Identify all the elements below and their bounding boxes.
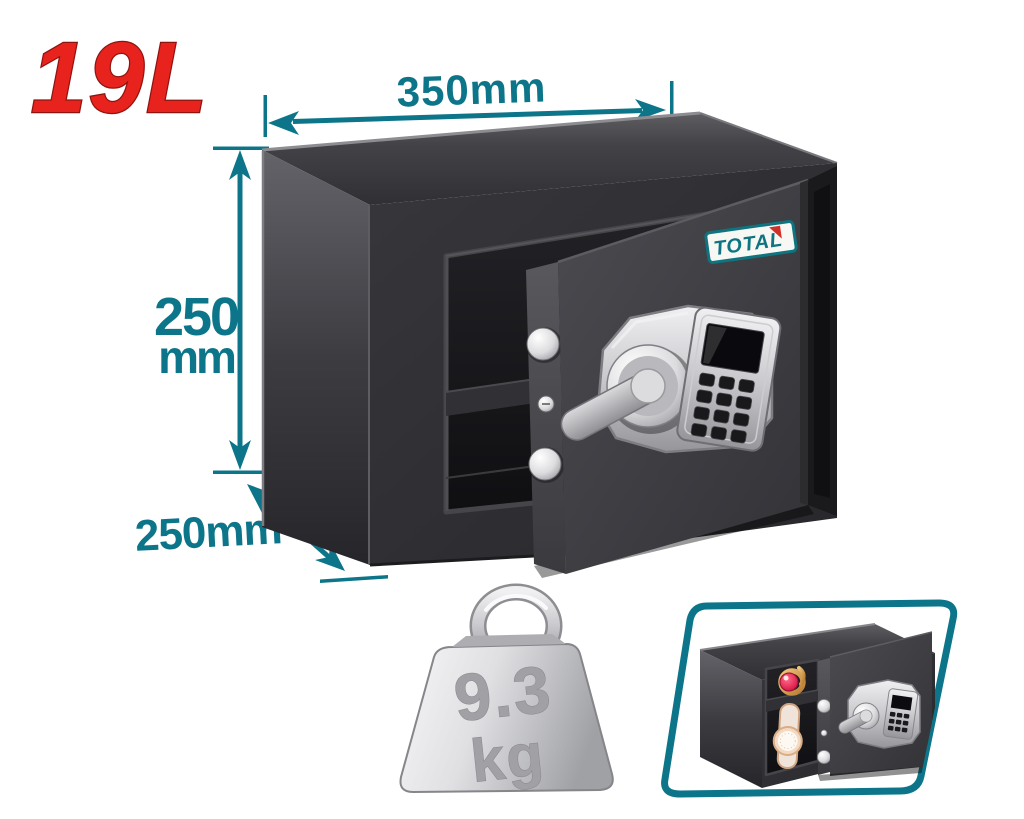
arrowhead-up-icon bbox=[229, 150, 251, 180]
watch-jewelry bbox=[772, 703, 803, 770]
electronic-lock-unit bbox=[560, 304, 782, 454]
inset-bolt-bottom bbox=[817, 750, 831, 764]
volume-label: 19L bbox=[31, 22, 209, 134]
height-dim-top-tick bbox=[213, 146, 269, 150]
depth-dim-tick bbox=[320, 575, 388, 583]
arrowhead-right-icon bbox=[635, 99, 666, 121]
door-bolt-top bbox=[526, 327, 560, 361]
weight-body bbox=[399, 642, 614, 794]
safe-left-face bbox=[262, 150, 370, 565]
height-dimension-arrow: 250 mm bbox=[154, 146, 269, 474]
safe-illustration: TOTAL bbox=[261, 111, 838, 578]
width-dimension-arrow: 350mm bbox=[263, 63, 674, 137]
ring-jewelry bbox=[778, 666, 806, 696]
safe-door: TOTAL bbox=[526, 178, 809, 574]
safe-top-face bbox=[262, 113, 837, 205]
inset-keypad bbox=[882, 688, 919, 740]
inset-lock-unit bbox=[838, 679, 921, 749]
depth-dimension-label: 250mm bbox=[134, 504, 283, 561]
arrowhead-left-icon bbox=[268, 111, 299, 135]
height-dim-bottom-tick bbox=[213, 470, 269, 474]
logo-triangle-icon bbox=[769, 225, 782, 239]
inset-bolt-top bbox=[817, 699, 831, 713]
width-dim-right-tick bbox=[670, 81, 674, 128]
lock-keypad bbox=[676, 306, 782, 452]
inset-safe-shelf bbox=[766, 690, 818, 712]
inset-photo-frame bbox=[661, 599, 958, 798]
inset-safe bbox=[699, 623, 935, 788]
weight-unit-label: kg bbox=[468, 720, 549, 794]
width-dimension-label: 350mm bbox=[396, 63, 547, 115]
arrowhead-downright-icon bbox=[315, 542, 345, 571]
height-dimension-value: 250 bbox=[154, 287, 238, 347]
height-dimension-unit: mm bbox=[158, 331, 235, 383]
keypad-lcd-screen bbox=[700, 323, 765, 374]
weight-value-label: 9.3 bbox=[451, 651, 556, 735]
arrowhead-down-icon bbox=[229, 440, 251, 470]
inset-safe-top bbox=[700, 624, 935, 680]
door-bolt-bottom bbox=[528, 447, 562, 481]
inset-door-edge bbox=[818, 658, 830, 775]
weight-icon: 9.3 kg bbox=[399, 583, 614, 795]
brand-logo: TOTAL bbox=[704, 220, 798, 264]
keypad-buttons bbox=[690, 372, 755, 444]
width-dim-left-tick bbox=[263, 95, 267, 137]
inset-safe-left bbox=[700, 650, 762, 788]
inset-screw bbox=[820, 729, 828, 737]
